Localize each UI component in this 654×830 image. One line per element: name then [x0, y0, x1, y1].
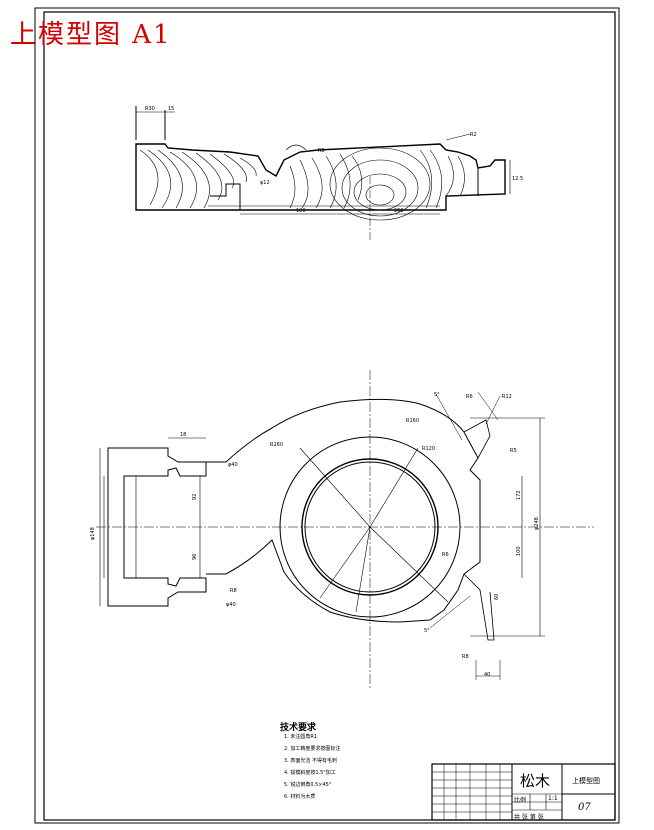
note-line-3: 3. 表面光洁 不得有毛刺 [284, 758, 337, 764]
dim-right-r3: R5 [510, 448, 517, 454]
dim-left-a: φ40 [228, 462, 238, 468]
section-outline [135, 143, 506, 211]
dim-top-height: 12.5 [512, 176, 523, 182]
title-block-scale-value: 1:1 [548, 795, 558, 802]
dim-bottom-angle: 5° [424, 628, 430, 634]
inner-frame [43, 11, 616, 821]
dim-right-v4: 60 [494, 594, 500, 600]
title-block-drawing-no: 07 [578, 802, 591, 813]
dim-bottom-c: R8 [462, 654, 469, 660]
title-block-sheet: 共 张 第 张 [514, 814, 544, 821]
dim-top-left-a: R30 [145, 106, 155, 112]
dim-top-left-b: 15 [168, 106, 174, 112]
title-block [431, 763, 616, 821]
note-line-5: 5. 锐边倒角0.5×45° [284, 782, 332, 788]
dim-right-v1: 172 [516, 490, 522, 500]
note-line-1: 1. 未注圆角R1 [284, 734, 318, 740]
dim-left-e: φ40 [226, 602, 236, 608]
dim-circle-mid: R160 [406, 418, 419, 424]
note-line-2: 2. 加工精度要求按图标注 [284, 746, 341, 752]
dim-top-r1: R8 [318, 148, 325, 154]
section-step [210, 183, 241, 210]
section-view [135, 106, 511, 240]
dim-side-left: φ148 [90, 527, 96, 540]
drawing-title: 上模型图 A1 [10, 20, 172, 50]
dim-left-b: 92 [192, 494, 198, 500]
dim-circle-small: R120 [422, 446, 435, 452]
dim-left-c: 96 [192, 554, 198, 560]
technical-notes-heading: 技术要求 [280, 723, 317, 733]
note-line-4: 4. 拔模斜度按1.5°加工 [284, 770, 336, 776]
title-block-material: 松木 [520, 772, 551, 790]
outer-frame [34, 7, 620, 824]
title-block-part-name: 上模型图 [572, 777, 600, 785]
dim-bottom-b: 40 [484, 672, 490, 678]
dim-left-top: 18 [180, 432, 186, 438]
dim-bottom-a: R6 [442, 552, 449, 558]
dim-bottom-right: 260 [394, 208, 404, 214]
dim-top-right-r: R2 [470, 132, 477, 138]
body-contour [206, 398, 481, 623]
dim-bottom-left: 100 [296, 208, 306, 214]
dim-top-small: φ12 [260, 180, 270, 186]
dim-right-angle: 5° [434, 392, 440, 398]
dim-right-r1: R6 [466, 394, 473, 400]
plan-view [96, 370, 594, 690]
title-block-scale-label: 比例 [514, 797, 527, 804]
dim-right-r2: R12 [502, 394, 512, 400]
note-line-6: 6. 材料为木质 [284, 794, 316, 800]
wood-grain-hatch [139, 147, 465, 221]
dim-circle-big: R260 [270, 442, 283, 448]
dim-right-v2: φ248 [534, 517, 540, 530]
dim-right-v3: 100 [516, 546, 522, 556]
dim-left-d: R8 [230, 588, 237, 594]
